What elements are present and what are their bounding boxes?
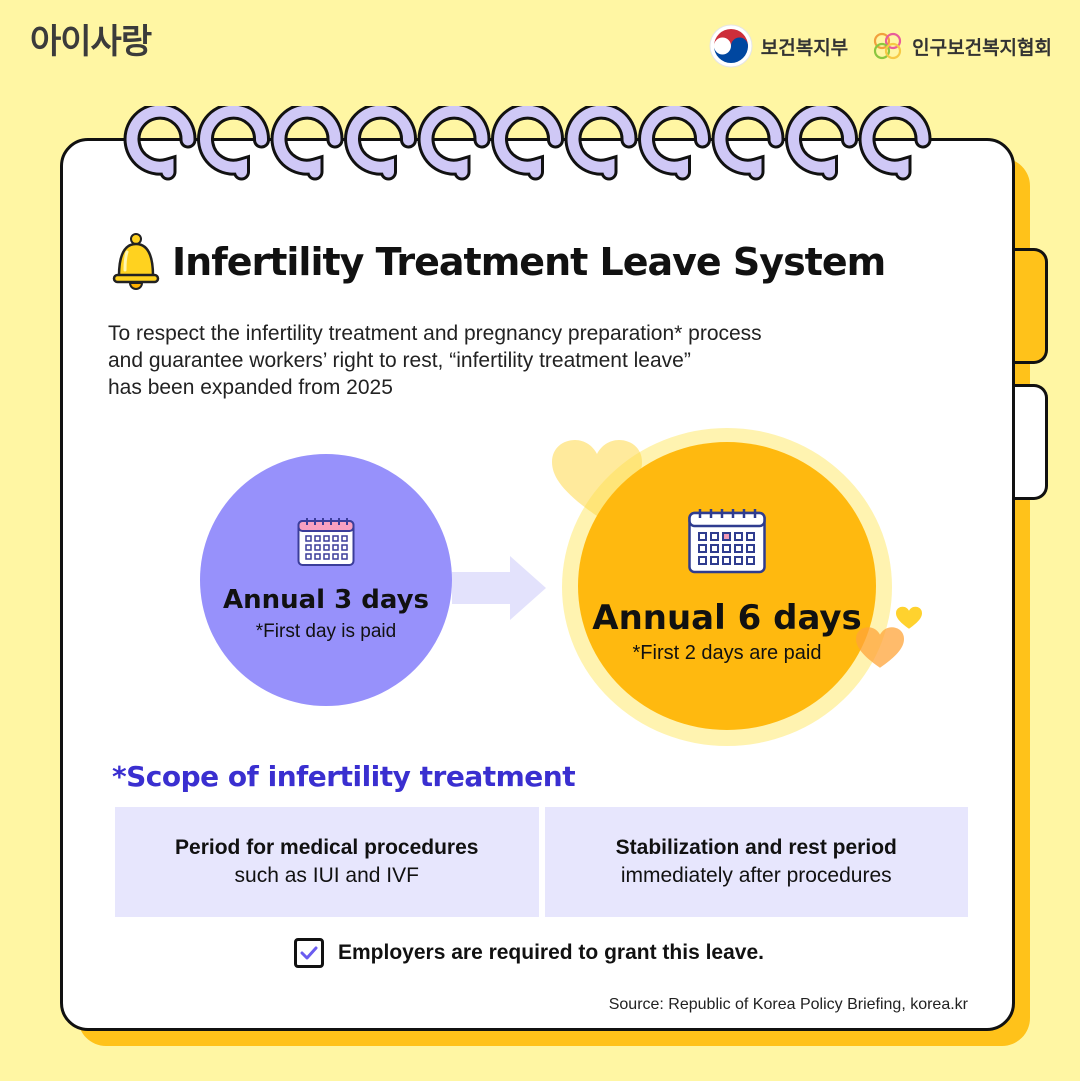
checkbox-checked-icon (294, 938, 324, 968)
partner-logos: 보건복지부 인구보건복지협회 (709, 24, 1052, 68)
arrow-right-icon (452, 556, 546, 620)
ppfk-logo-icon (874, 32, 902, 60)
binder-ring (564, 106, 638, 181)
binder-ring (711, 106, 785, 181)
heart-icon (896, 606, 922, 629)
intro-line: and guarantee workers’ right to rest, “i… (108, 349, 691, 372)
scope-boxes: Period for medical procedures such as IU… (115, 807, 968, 917)
before-note: *First day is paid (255, 621, 397, 642)
intro-line: has been expanded from 2025 (108, 376, 393, 399)
after-note: *First 2 days are paid (632, 641, 822, 664)
partner-ppfk-name: 인구보건복지협회 (912, 36, 1052, 59)
binder-ring (491, 106, 565, 181)
calendar-icon (688, 508, 766, 573)
partner-ministry: 보건복지부 (709, 24, 848, 68)
scope-box-detail: such as IUI and IVF (234, 864, 419, 887)
calendar-icon (297, 518, 355, 566)
binder-ring (197, 106, 271, 181)
binder-ring (858, 106, 932, 181)
scope-box: Stabilization and rest period immediatel… (544, 807, 968, 917)
notice-text: Employers are required to grant this lea… (338, 941, 764, 964)
after-circle: Annual 6 days *First 2 days are paid (578, 442, 876, 730)
partner-ppfk: 인구보건복지협회 (872, 31, 1052, 61)
binder-ring (270, 106, 344, 181)
binder-ring (417, 106, 491, 181)
page-title: Infertility Treatment Leave System (172, 240, 886, 284)
before-circle: Annual 3 days *First day is paid (200, 454, 452, 706)
scope-box-heading: Period for medical procedures (175, 836, 479, 859)
notice: Employers are required to grant this lea… (294, 938, 764, 968)
bell-icon (112, 233, 160, 290)
brand-logo: 아이사랑 (30, 22, 152, 62)
binder-ring (123, 106, 197, 181)
source-credit: Source: Republic of Korea Policy Briefin… (608, 996, 968, 1013)
binder-ring (344, 106, 418, 181)
intro-text: To respect the infertility treatment and… (108, 320, 868, 401)
after-label: Annual 6 days (592, 597, 862, 638)
binder-ring (785, 106, 859, 181)
scope-box-heading: Stabilization and rest period (615, 836, 897, 859)
scope-box: Period for medical procedures such as IU… (115, 807, 539, 917)
taegeuk-emblem-icon (709, 24, 753, 68)
heart-icon (856, 627, 904, 668)
title-row: Infertility Treatment Leave System (110, 232, 886, 292)
scope-box-detail: immediately after procedures (620, 864, 892, 887)
spiral-rings (123, 106, 932, 181)
scope-title: *Scope of infertility treatment (112, 760, 576, 793)
binder-ring (638, 106, 712, 181)
intro-line: To respect the infertility treatment and… (108, 322, 762, 345)
before-label: Annual 3 days (222, 585, 430, 615)
partner-ministry-name: 보건복지부 (760, 36, 849, 59)
